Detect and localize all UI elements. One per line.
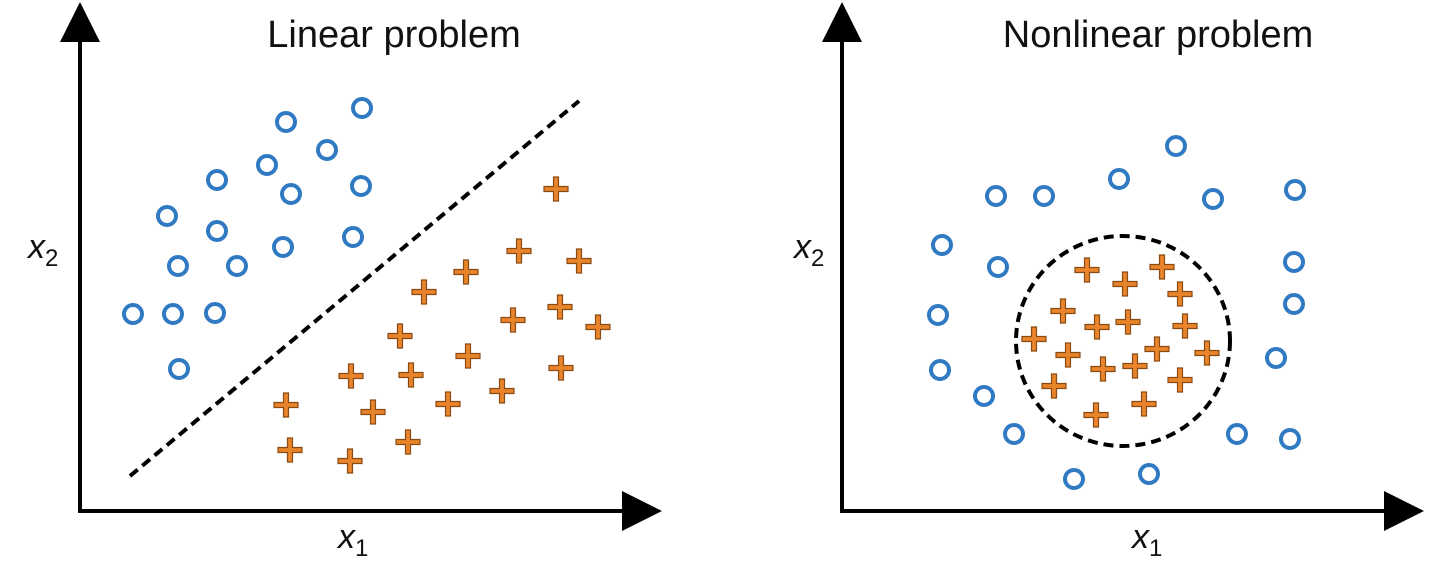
nonlinear-cross-point <box>1083 402 1109 428</box>
linear-cross-point <box>548 355 574 381</box>
nonlinear-circle-point <box>1165 135 1187 157</box>
linear-cross-point <box>337 448 363 474</box>
nonlinear-circle-point <box>1003 423 1025 445</box>
nonlinear-circle-point <box>927 304 949 326</box>
linear-circle-point <box>342 226 364 248</box>
nonlinear-cross-point <box>1050 298 1076 324</box>
nonlinear-circle-point <box>929 359 951 381</box>
nonlinear-circle-point <box>1265 347 1287 369</box>
nonlinear-circle-point <box>1283 293 1305 315</box>
linear-circle-point <box>206 169 228 191</box>
nonlinear-circle-point <box>1226 423 1248 445</box>
nonlinear-circle-point <box>987 256 1009 278</box>
linear-cross-point <box>506 238 532 264</box>
linear-cross-point <box>435 391 461 417</box>
nonlinear-x-axis-label: x1 <box>1132 518 1163 562</box>
nonlinear-cross-point <box>1167 367 1193 393</box>
nonlinear-circle-point <box>1284 179 1306 201</box>
nonlinear-circle-point <box>1202 188 1224 210</box>
linear-cross-point <box>395 429 421 455</box>
linear-circle-point <box>316 139 338 161</box>
linear-circle-point <box>162 303 184 325</box>
linear-cross-point <box>277 437 303 463</box>
linear-cross-point <box>543 176 569 202</box>
nonlinear-cross-point <box>1115 309 1141 335</box>
linear-circle-point <box>350 175 372 197</box>
linear-cross-point <box>585 314 611 340</box>
linear-circle-point <box>167 255 189 277</box>
nonlinear-problem-panel: Nonlinear problem x2 x1 <box>726 0 1453 564</box>
nonlinear-circle-point <box>1283 251 1305 273</box>
nonlinear-cross-point <box>1112 271 1138 297</box>
linear-cross-point <box>489 378 515 404</box>
linear-circle-point <box>351 97 373 119</box>
nonlinear-circle-point <box>1279 428 1301 450</box>
nonlinear-cross-point <box>1122 353 1148 379</box>
nonlinear-cross-point <box>1144 336 1170 362</box>
nonlinear-cross-point <box>1074 257 1100 283</box>
linear-cross-point <box>387 323 413 349</box>
nonlinear-circle-point <box>1138 463 1160 485</box>
nonlinear-cross-point <box>1084 314 1110 340</box>
nonlinear-cross-point <box>1149 254 1175 280</box>
nonlinear-cross-point <box>1167 281 1193 307</box>
linear-circle-point <box>256 154 278 176</box>
linear-problem-panel: Linear problem x2 x1 <box>0 0 726 564</box>
linear-y-axis-label: x2 <box>28 228 59 272</box>
nonlinear-y-axis-label: x2 <box>794 228 825 272</box>
linear-cross-point <box>455 343 481 369</box>
nonlinear-circle-point <box>931 234 953 256</box>
nonlinear-circle-point <box>1063 468 1085 490</box>
linear-circle-point <box>204 302 226 324</box>
nonlinear-cross-point <box>1172 313 1198 339</box>
nonlinear-decision-boundary <box>1014 234 1232 448</box>
nonlinear-cross-point <box>1041 373 1067 399</box>
nonlinear-cross-point <box>1090 356 1116 382</box>
nonlinear-circle-point <box>1108 168 1130 190</box>
linear-circle-point <box>272 236 294 258</box>
linear-cross-point <box>547 294 573 320</box>
linear-circle-point <box>206 220 228 242</box>
nonlinear-panel-title: Nonlinear problem <box>1002 14 1314 56</box>
linear-cross-point <box>566 248 592 274</box>
linear-cross-point <box>338 363 364 389</box>
linear-circle-point <box>156 205 178 227</box>
linear-decision-boundary <box>128 99 581 478</box>
linear-cross-point <box>500 307 526 333</box>
linear-x-axis-label: x1 <box>338 518 369 562</box>
linear-circle-point <box>122 303 144 325</box>
linear-cross-point <box>453 259 479 285</box>
linear-panel-title: Linear problem <box>267 14 521 56</box>
linear-cross-point <box>411 279 437 305</box>
nonlinear-cross-point <box>1131 391 1157 417</box>
linear-circle-point <box>168 358 190 380</box>
nonlinear-circle-point <box>1033 185 1055 207</box>
linear-cross-point <box>360 399 386 425</box>
linear-circle-point <box>280 183 302 205</box>
nonlinear-cross-point <box>1021 326 1047 352</box>
linear-cross-point <box>398 362 424 388</box>
nonlinear-cross-point <box>1055 342 1081 368</box>
nonlinear-cross-point <box>1194 340 1220 366</box>
nonlinear-circle-point <box>973 385 995 407</box>
linear-cross-point <box>273 392 299 418</box>
linear-circle-point <box>275 111 297 133</box>
linear-circle-point <box>226 255 248 277</box>
nonlinear-circle-point <box>985 185 1007 207</box>
